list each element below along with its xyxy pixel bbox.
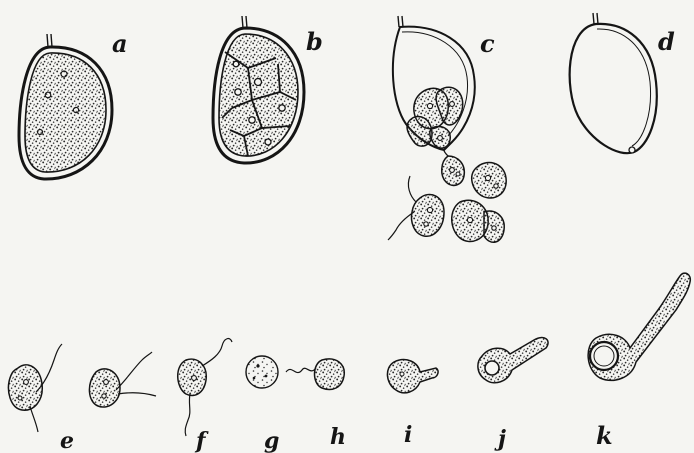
label-h: h [330,424,346,450]
zoospore-e [9,344,63,432]
label-d: d [658,27,675,56]
zoospore-f [178,339,232,436]
zoospore-i [387,360,438,393]
label-g: g [264,428,279,453]
zoospore-k [588,273,690,380]
zoospore-e2 [89,352,156,407]
zoospore-h [286,359,344,390]
sporangium-b [213,16,304,163]
label-a: a [112,29,128,58]
zoospore-g [246,356,278,388]
sporangium-d [570,13,657,153]
label-j: j [494,426,506,452]
label-i: i [404,422,412,448]
label-b: b [306,27,323,56]
zoospore-j [478,338,548,383]
label-c: c [480,29,495,58]
label-e: e [60,428,74,453]
label-k: k [596,421,613,450]
sporangium-a [19,34,112,179]
label-f: f [194,428,209,453]
